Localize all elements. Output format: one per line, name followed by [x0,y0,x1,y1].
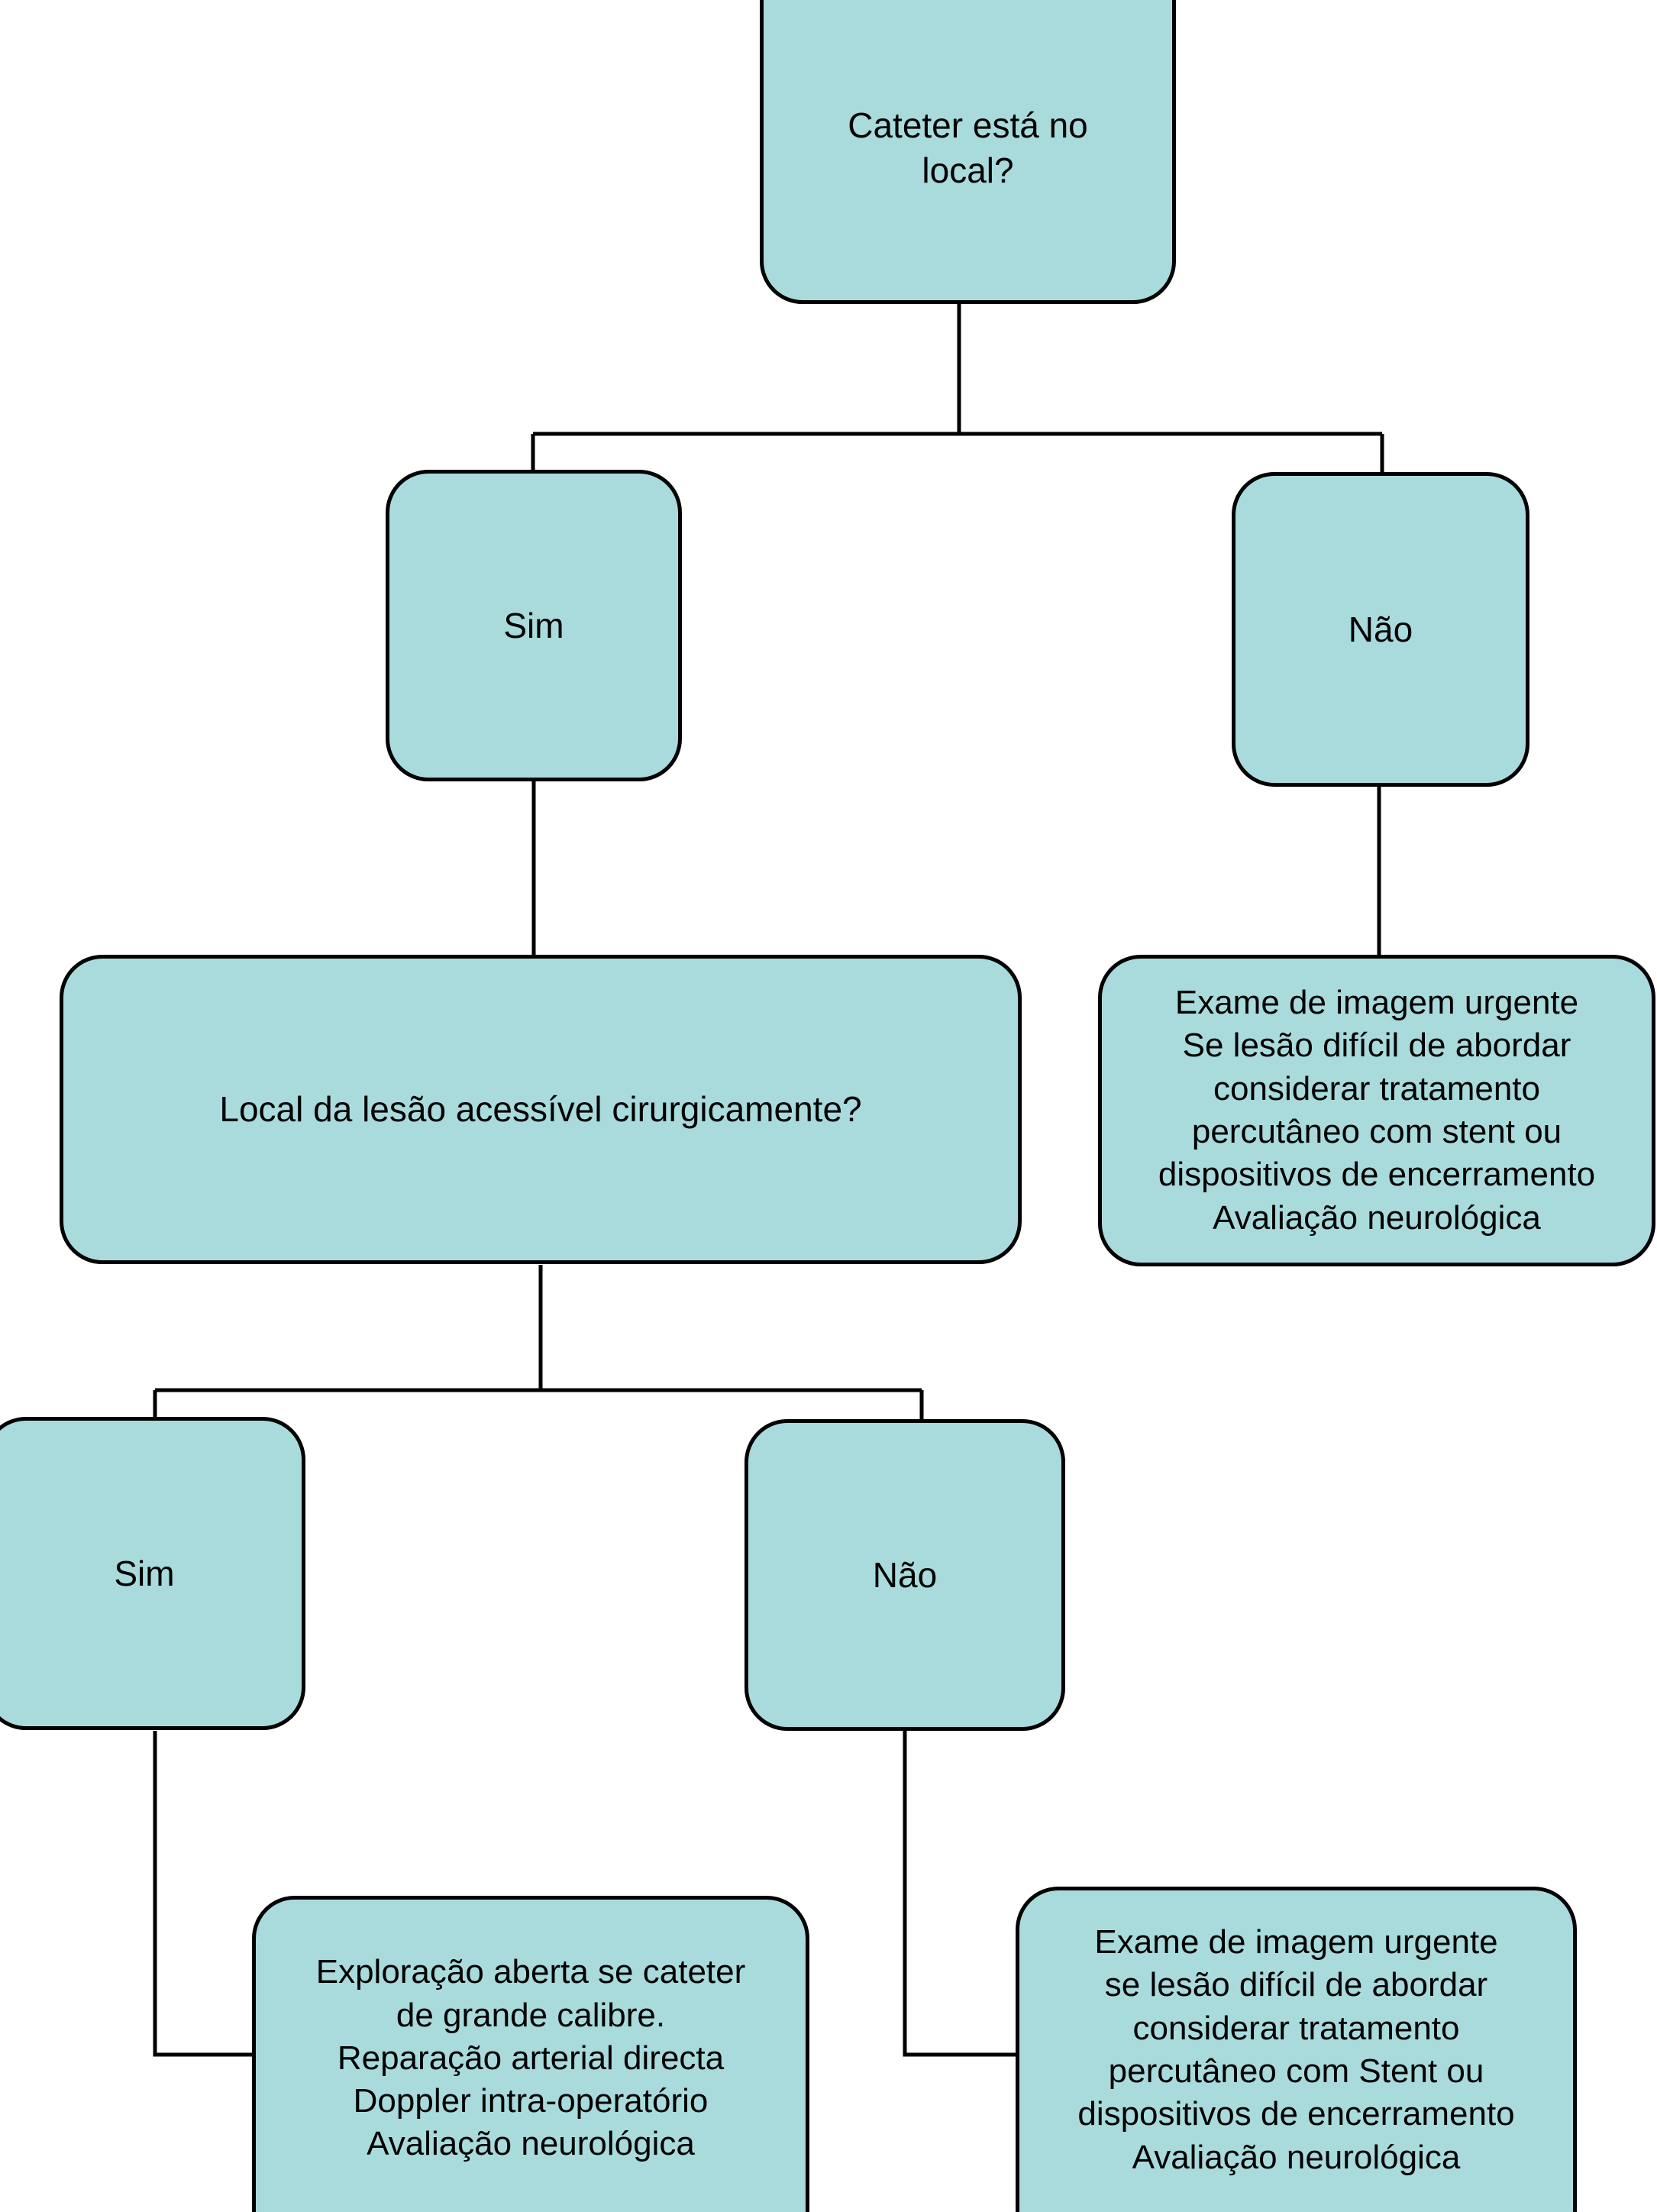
node-local-da-lesao-acessivel[interactable]: Local da lesão acessível cirurgicamente? [60,955,1022,1264]
node-label: Local da lesão acessível cirurgicamente? [219,1089,862,1130]
node-label: Sim [503,605,564,645]
node-label: Exploração aberta se cateter de grande c… [315,1953,746,2163]
node-label: Exame de imagem urgente Se lesão difícil… [1158,984,1596,1237]
node-exame-imagem-urgente-2[interactable]: Exame de imagem urgente se lesão difícil… [1016,1887,1577,2212]
edge-yes2-to-exploracao [153,1731,257,2057]
node-nao-level1[interactable]: Não [1232,472,1529,787]
node-sim-level1[interactable]: Sim [386,470,682,781]
node-label: Cateter está no local? [848,105,1088,190]
node-sim-level2[interactable]: Sim [0,1417,305,1730]
node-label: Não [872,1554,938,1595]
node-exploracao-aberta[interactable]: Exploração aberta se cateter de grande c… [252,1896,809,2212]
node-nao-level2[interactable]: Não [745,1419,1065,1731]
node-label: Não [1348,609,1413,649]
node-label: Exame de imagem urgente se lesão difícil… [1077,1923,1515,2176]
node-cateter-esta-no-local[interactable]: Cateter está no local? [760,0,1176,304]
edge-no2-to-imagem2 [903,1731,1020,2057]
node-label: Sim [114,1553,175,1593]
node-exame-imagem-urgente-1[interactable]: Exame de imagem urgente Se lesão difícil… [1098,955,1655,1266]
